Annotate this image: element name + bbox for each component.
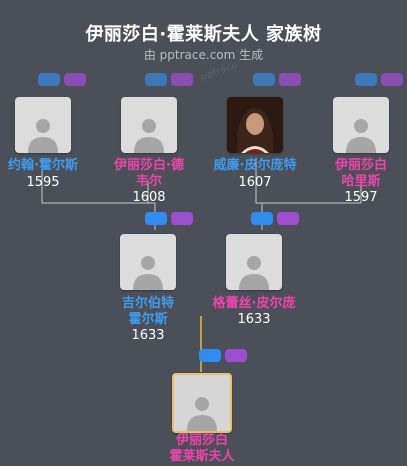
person-silhouette-icon bbox=[346, 119, 376, 153]
parents-pair-elizabeth-h[interactable] bbox=[355, 73, 407, 86]
person-year-john: 1595 bbox=[26, 175, 60, 190]
male-parent-icon[interactable] bbox=[199, 349, 221, 362]
person-name-elizabeth-h-2: 哈里斯 bbox=[341, 174, 381, 189]
person-year-elizabeth-h: 1597 bbox=[344, 190, 378, 205]
person-silhouette-icon bbox=[28, 119, 58, 153]
person-year-william: 1607 bbox=[238, 175, 272, 190]
female-parent-icon[interactable] bbox=[381, 73, 403, 86]
portrait-icon bbox=[227, 97, 283, 153]
person-name-self-1: 伊丽莎白 bbox=[175, 433, 228, 448]
person-name-gilbert-2: 霍尔斯 bbox=[128, 312, 168, 327]
person-card-gilbert[interactable] bbox=[120, 234, 176, 290]
parents-pair-grace[interactable] bbox=[251, 212, 303, 225]
person-name-john: 约翰·霍尔斯 bbox=[8, 158, 78, 173]
parents-pair-william[interactable] bbox=[253, 73, 305, 86]
person-card-self[interactable] bbox=[172, 373, 232, 433]
male-parent-icon[interactable] bbox=[253, 73, 275, 86]
parents-pair-self[interactable] bbox=[199, 349, 251, 362]
person-year-elizabeth-d: 1608 bbox=[132, 190, 166, 205]
parents-pair-gilbert[interactable] bbox=[145, 212, 197, 225]
female-parent-icon[interactable] bbox=[171, 212, 193, 225]
page-subtitle: 由 pptrace.com 生成 bbox=[143, 48, 264, 62]
female-parent-icon[interactable] bbox=[64, 73, 86, 86]
person-silhouette-icon bbox=[134, 119, 164, 153]
male-parent-icon[interactable] bbox=[355, 73, 377, 86]
person-silhouette-icon bbox=[133, 256, 163, 290]
male-parent-icon[interactable] bbox=[251, 212, 273, 225]
male-parent-icon[interactable] bbox=[38, 73, 60, 86]
person-card-elizabeth-h[interactable] bbox=[333, 97, 389, 153]
person-name-elizabeth-d-2: 韦尔 bbox=[135, 174, 162, 189]
person-card-elizabeth-d[interactable] bbox=[121, 97, 177, 153]
person-card-john[interactable] bbox=[15, 97, 71, 153]
person-name-grace: 格蕾丝·皮尔庞 bbox=[212, 296, 296, 311]
parents-pair-elizabeth-d[interactable] bbox=[145, 73, 197, 86]
person-silhouette-icon bbox=[239, 256, 269, 290]
person-year-grace: 1633 bbox=[237, 312, 271, 327]
person-card-william[interactable] bbox=[227, 97, 283, 153]
connector-line bbox=[41, 158, 156, 230]
female-parent-icon[interactable] bbox=[225, 349, 247, 362]
female-parent-icon[interactable] bbox=[277, 212, 299, 225]
connector-line bbox=[255, 158, 362, 230]
person-name-self-2: 霍莱斯夫人 bbox=[169, 449, 235, 464]
person-year-gilbert: 1633 bbox=[131, 328, 165, 343]
female-parent-icon[interactable] bbox=[171, 73, 193, 86]
person-name-gilbert-1: 吉尔伯特 bbox=[121, 296, 174, 311]
person-name-william: 威廉·皮尔庞特 bbox=[213, 158, 297, 173]
portrait-image bbox=[227, 97, 283, 153]
female-parent-icon[interactable] bbox=[279, 73, 301, 86]
person-silhouette-icon bbox=[187, 397, 217, 431]
person-name-elizabeth-h-1: 伊丽莎白 bbox=[334, 158, 387, 173]
page-title: 伊丽莎白·霍莱斯夫人 家族树 bbox=[85, 24, 322, 45]
male-parent-icon[interactable] bbox=[145, 212, 167, 225]
parents-pair-john[interactable] bbox=[38, 73, 90, 86]
person-card-grace[interactable] bbox=[226, 234, 282, 290]
person-name-elizabeth-d-1: 伊丽莎白·德 bbox=[114, 158, 184, 173]
male-parent-icon[interactable] bbox=[145, 73, 167, 86]
